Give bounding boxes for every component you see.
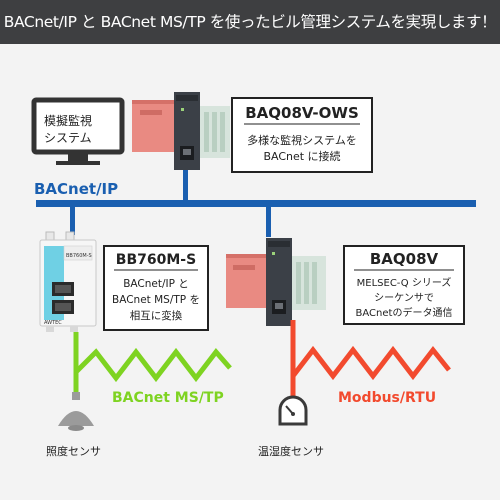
page-title: BACnet/IP と BACnet MS/TP を使ったビル管理システムを実現…	[0, 0, 500, 44]
bacnet-mstp-label: BACnet MS/TP	[112, 390, 224, 406]
bacnet-ip-label: BACnet/IP	[34, 180, 118, 198]
monitor-label-line2: システム	[44, 131, 92, 145]
baq08v-ows-desc-line2: BACnet に接続	[263, 149, 340, 163]
baq08v-callout	[343, 245, 465, 325]
baq08v-desc-line2: シーケンサで	[374, 292, 434, 304]
modbus-rtu-label: Modbus/RTU	[338, 390, 436, 406]
baq08v-ows-desc-line1: 多様な監視システムを	[247, 133, 357, 147]
light-sensor-icon	[58, 392, 94, 431]
temp-humidity-sensor-label: 温湿度センサ	[258, 444, 324, 458]
system-diagram: BACnet/IP 模擬監視 システム	[0, 44, 500, 500]
bb760m-s-desc-line2: BACnet MS/TP を	[112, 294, 200, 306]
modbus-rtu-line	[290, 320, 451, 396]
bb760m-s-device	[39, 231, 97, 332]
baq08v-ows-callout	[231, 97, 373, 173]
gauge-sensor-icon	[278, 395, 308, 426]
baq08v-desc-line3: BACnetのデータ通信	[356, 306, 453, 319]
bacnet-ip-bus	[36, 168, 476, 237]
bb760m-s-desc-line3: 相互に変換	[130, 309, 183, 322]
baq08v-desc-line1: MELSEC-Q シリーズ	[357, 276, 452, 289]
illuminance-sensor-label: 照度センサ	[46, 444, 101, 458]
baq08v-title: BAQ08V	[370, 250, 439, 268]
baq08v-device	[226, 238, 326, 326]
monitor-icon	[31, 97, 125, 165]
bacnet-mstp-line	[73, 332, 232, 394]
bb760m-s-title: BB760M-S	[116, 252, 196, 268]
bb760m-s-callout	[103, 245, 209, 331]
bb760m-s-device-text: BB760M-S	[66, 253, 92, 259]
bb760m-s-desc-line1: BACnet/IP と	[123, 278, 189, 290]
monitor-label-line1: 模擬監視	[44, 113, 92, 128]
baq08v-ows-device	[132, 92, 230, 170]
device-brand-logo: AWTEC	[44, 320, 62, 326]
baq08v-ows-title: BAQ08V-OWS	[245, 104, 359, 122]
